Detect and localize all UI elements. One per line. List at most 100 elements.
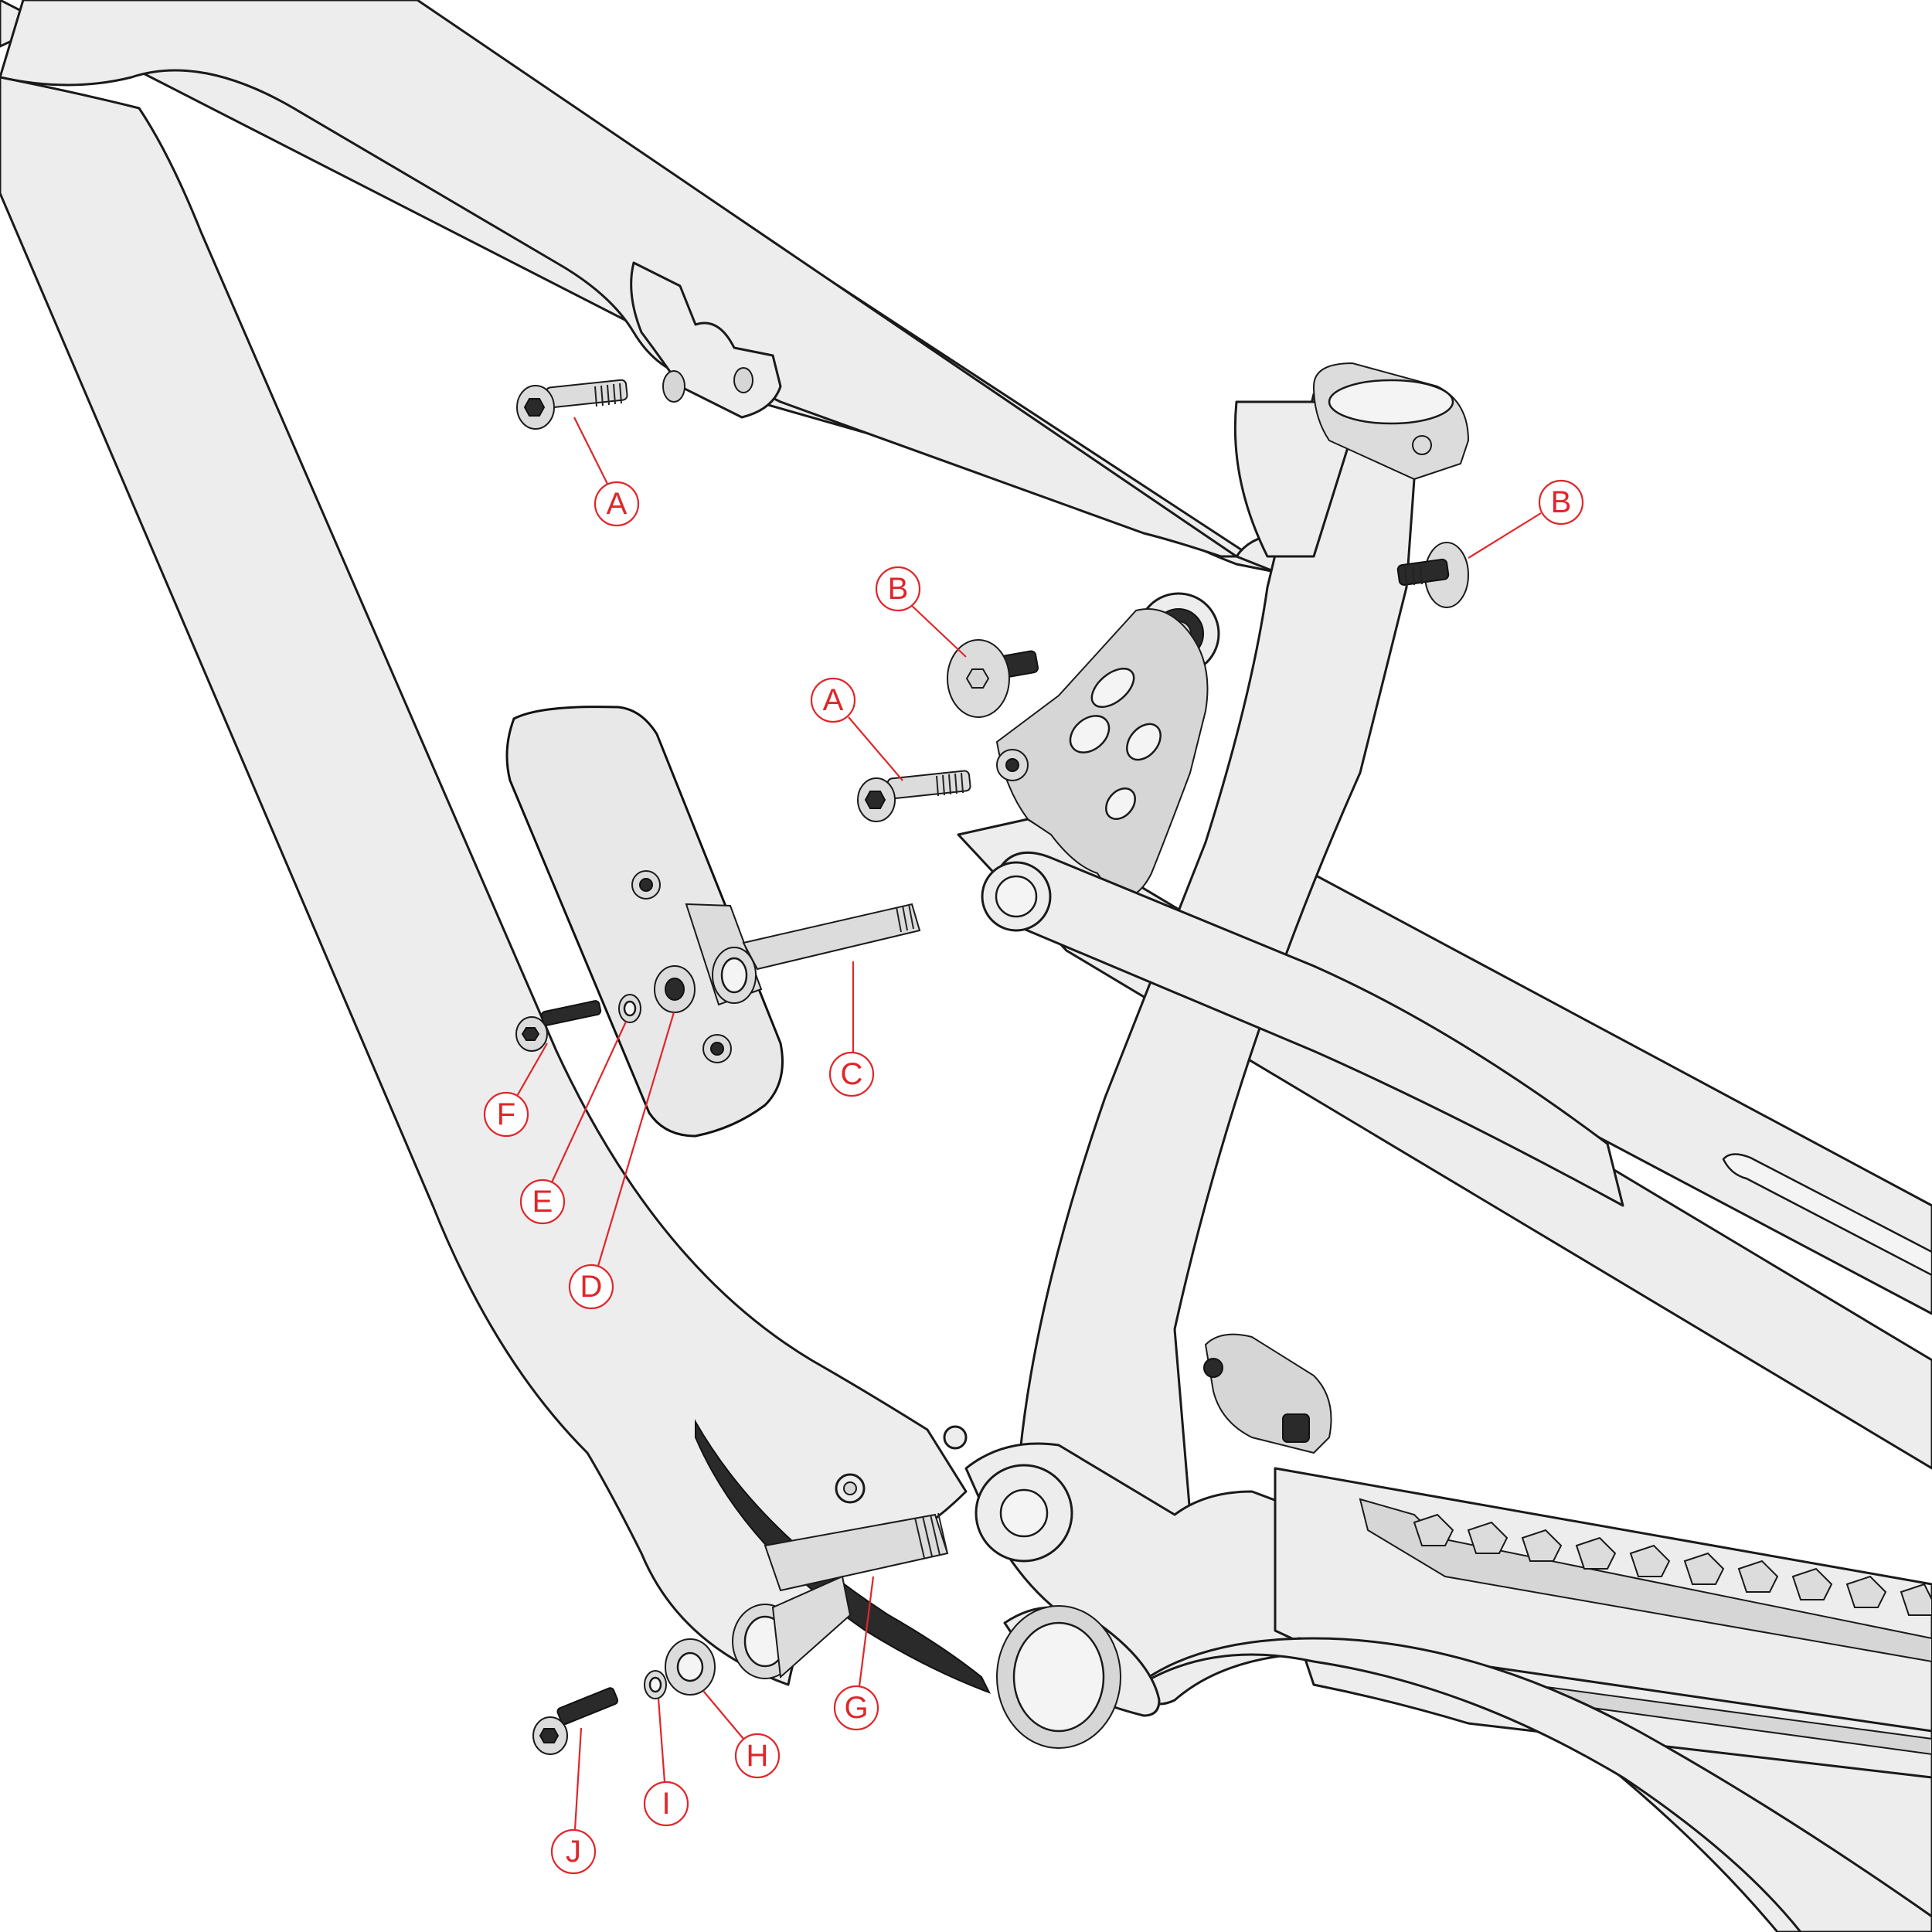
bolt-thread (936, 772, 964, 797)
part-f-bolt (515, 1000, 602, 1052)
bolt-b-upper (1396, 542, 1469, 608)
rocker-window-1 (1090, 667, 1135, 709)
callout-label-d: D (580, 1270, 603, 1304)
seat-tube-upper (1233, 400, 1354, 558)
callout-b-upper (1538, 479, 1584, 526)
main-pivot-hole (999, 1488, 1049, 1538)
callout-f (483, 1091, 529, 1138)
axle-c-thread (896, 903, 914, 933)
rocker-link (995, 608, 1209, 899)
protector-nub (1521, 1529, 1563, 1562)
axle-c-head-bore (720, 957, 748, 994)
callout-a-upper (594, 481, 640, 527)
stay-slot (1722, 1153, 1932, 1277)
chainstay-protector (1413, 1513, 1932, 1616)
callout-g (833, 1685, 879, 1731)
hanger-plate-assembly (505, 706, 921, 1138)
hex-socket-icon (523, 398, 546, 417)
plate-bolt-lower-inner (710, 1042, 724, 1056)
seat-clamp-bolt (1412, 435, 1432, 455)
callout-d (568, 1264, 614, 1310)
protector-nub (1413, 1513, 1454, 1546)
protector-nub (1683, 1552, 1725, 1585)
chainstay-guard (1359, 1498, 1932, 1663)
callout-label-a-upper: A (607, 487, 628, 521)
derailleur-mount-pad (1282, 1413, 1310, 1443)
bolt-shank (886, 770, 971, 800)
protector-nub (1845, 1575, 1887, 1608)
hex-socket-icon (864, 791, 886, 809)
leader-line (657, 1698, 666, 1783)
hex-socket-icon (539, 1728, 560, 1743)
washer-hole (623, 1000, 637, 1017)
protector-nub (1791, 1567, 1833, 1600)
nut-bore (665, 978, 685, 1001)
bolt-shank (556, 1687, 619, 1725)
part-g-axle (732, 1512, 949, 1679)
axle-g-thread (914, 1512, 948, 1559)
callout-b-lower (875, 566, 921, 612)
downtube-boss-hole (843, 1481, 857, 1495)
callout-label-f: F (497, 1097, 515, 1131)
callout-label-b-upper: B (1551, 485, 1572, 519)
callout-label-g: G (844, 1691, 868, 1725)
washer-hole (648, 1676, 662, 1693)
axle-c (742, 903, 921, 971)
callout-label-h: H (747, 1739, 769, 1773)
callout-label-c: C (841, 1057, 863, 1091)
leader-line (515, 1043, 548, 1098)
axle-g-taper (771, 1575, 852, 1679)
derailleur-mount (1204, 1333, 1332, 1454)
tab-hole-2 (733, 367, 753, 393)
callout-label-j: J (566, 1835, 581, 1869)
callout-label-e: E (532, 1185, 553, 1219)
part-j-bolt (532, 1687, 619, 1755)
callout-i (643, 1781, 689, 1827)
bolt-a-lower (857, 770, 971, 822)
rocker-window-2 (1069, 715, 1111, 753)
protector-nub (1900, 1583, 1932, 1616)
leader-line (597, 1012, 675, 1267)
seat-clamp-opening (1328, 379, 1454, 425)
rocker-window-4 (1105, 787, 1136, 820)
part-h-nut (665, 1638, 716, 1696)
leader-line (858, 1576, 875, 1687)
protector-nub (1575, 1536, 1617, 1570)
nut-bore (676, 1651, 704, 1682)
callout-c (828, 1051, 875, 1097)
callouts: A B B A C F E D G H (483, 417, 1584, 1875)
shock-body (991, 851, 1624, 1207)
tab-hole-1 (662, 370, 685, 403)
callout-label-b-lower: B (888, 572, 909, 606)
bolt-a-upper (516, 379, 628, 430)
part-d-nut (654, 965, 696, 1013)
hex-socket-icon (521, 1027, 540, 1041)
shock-eyelet-hole (995, 875, 1038, 918)
lower-frame-extension (1127, 1637, 1932, 1932)
hex-socket-icon (965, 668, 990, 689)
protector-nub (1467, 1521, 1509, 1554)
part-e-washer (618, 994, 641, 1023)
rocker-window-3 (1126, 723, 1162, 761)
bottom-bracket-bore (1012, 1621, 1105, 1733)
callout-j (550, 1828, 597, 1875)
bolt-shank (1396, 558, 1450, 586)
callout-label-i: I (662, 1787, 670, 1821)
leader-line (1468, 512, 1542, 559)
callout-h (734, 1733, 781, 1779)
callout-label-a-lower: A (823, 683, 844, 717)
leader-line (702, 1690, 744, 1740)
callout-e (519, 1179, 566, 1225)
derailleur-mount-hole (1203, 1358, 1223, 1378)
protector-nub (1737, 1560, 1779, 1593)
leader-line (848, 716, 903, 781)
bolt-b-lower (947, 639, 1039, 718)
leader-line (573, 1727, 583, 1831)
bolt-thread (1404, 565, 1423, 587)
leader-line (910, 604, 967, 658)
rocker-pivot-left-inner (1005, 758, 1019, 772)
bolt-shank (540, 1000, 602, 1026)
leader-line (551, 1021, 627, 1183)
